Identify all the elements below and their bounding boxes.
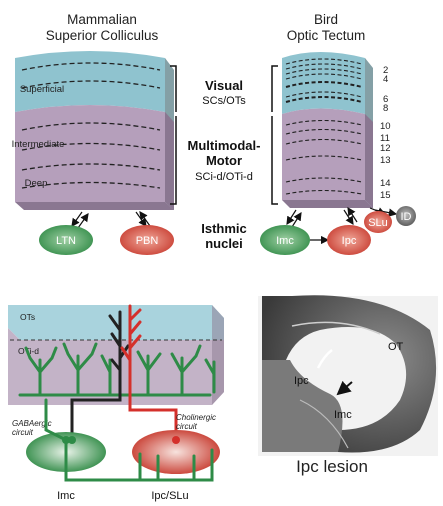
gaba-label-line1: GABAergic — [12, 419, 52, 428]
ipc-node — [327, 225, 371, 255]
layer-num-13: 13 — [380, 155, 391, 166]
circuit-ipc-slu-label: Ipc/SLu — [151, 490, 188, 502]
lesion-photo-panel: OT Ipc Imc Ipc lesion — [258, 295, 438, 476]
isthmic-label-line1: Isthmic — [201, 221, 247, 236]
slu-node — [364, 211, 392, 233]
mammal-block-bottom — [15, 202, 174, 210]
bird-sublayers — [285, 58, 363, 195]
ltn-node — [39, 225, 93, 255]
gaba-dendrites — [18, 342, 216, 397]
chol-label-line2: circuit — [176, 422, 198, 431]
circuit-ots-label: OTs — [20, 312, 35, 322]
bird-ipc-arrows — [343, 206, 358, 226]
ipc-soma — [172, 436, 180, 444]
multimodal-label-line1: Multimodal- — [188, 138, 261, 153]
circuit-ipc-node — [132, 430, 220, 474]
midbrain-tissue — [262, 360, 343, 452]
layer-num-2: 2 — [383, 65, 388, 76]
layer-label-deep: Deep — [25, 178, 48, 189]
visual-bracket-left — [170, 65, 177, 112]
gaba-projections — [44, 398, 214, 482]
bird-multimodal-layer — [282, 108, 365, 200]
layer-num-8: 8 — [383, 103, 388, 114]
bird-title-line1: Bird — [314, 12, 338, 27]
mammal-pbn-arrows — [135, 211, 151, 227]
lesion-track — [316, 349, 333, 369]
ot-to-id-arrow — [374, 208, 398, 217]
layer-num-10: 10 — [380, 121, 391, 132]
layer-label-intermediate: Intermediate — [12, 139, 65, 150]
multimodal-label-line2: Motor — [206, 153, 242, 168]
layer-num-15: 15 — [380, 190, 391, 201]
circuit-imc-label: Imc — [57, 490, 75, 502]
photo-ipc-label: Ipc — [294, 375, 309, 387]
visual-sub-label: SCs/OTs — [202, 95, 246, 107]
layer-num-12: 12 — [380, 143, 391, 154]
multimodal-sub-label: SCi-d/OTi-d — [195, 171, 253, 183]
id-label: ID — [401, 211, 412, 223]
tectum-tissue — [262, 295, 437, 453]
layer-label-superficial: Superficial — [20, 84, 64, 95]
mammal-ltn-arrows — [71, 211, 89, 229]
red-neuron — [120, 304, 178, 442]
mammalian-sc-panel: Mammalian Superior Colliculus Superficia… — [12, 12, 174, 255]
ltn-label: LTN — [56, 235, 76, 247]
mammal-multimodal-layer — [15, 105, 165, 202]
visual-bracket-right — [271, 65, 278, 112]
mammal-title-line1: Mammalian — [67, 12, 137, 27]
imc-label: Imc — [276, 235, 294, 247]
pbn-label: PBN — [136, 235, 159, 247]
imc-node — [260, 225, 310, 255]
layer-num-14: 14 — [380, 178, 391, 189]
layer-num-11: 11 — [380, 133, 390, 144]
visual-label: Visual — [205, 78, 243, 93]
bird-visual-layer — [282, 52, 365, 114]
lesion-arrow — [336, 380, 353, 396]
photo-caption: Ipc lesion — [296, 457, 368, 476]
photo-imc-label: Imc — [334, 409, 352, 421]
ipc-label: Ipc — [342, 235, 357, 247]
slu-label: SLu — [368, 217, 388, 229]
bird-ot-panel: Bird Optic Tectum 2 4 6 8 10 — [260, 12, 416, 255]
isthmic-label-line2: nuclei — [205, 236, 243, 251]
multimodal-bracket-left — [170, 116, 177, 205]
layer-num-6: 6 — [383, 94, 388, 105]
bird-imc-arrows — [286, 209, 302, 228]
pbn-node — [120, 225, 174, 255]
id-node — [396, 206, 416, 226]
middle-labels: Visual SCs/OTs Multimodal- Motor SCi-d/O… — [170, 65, 278, 251]
bird-title-line2: Optic Tectum — [287, 28, 366, 43]
bird-block-bottom — [282, 200, 373, 208]
photo-ot-label: OT — [388, 341, 404, 353]
chol-label-line1: Cholinergic — [176, 413, 216, 422]
gaba-label-line2: circuit — [12, 428, 34, 437]
mammal-sublayers — [21, 62, 161, 189]
mammal-title-line2: Superior Colliculus — [46, 28, 159, 43]
bird-layer-numbers: 2 4 6 8 10 11 12 13 14 15 — [380, 65, 391, 201]
layer-num-4: 4 — [383, 74, 388, 85]
circuit-panel: OTs OTi-d GABAergic circuit Cholinergic … — [8, 304, 224, 502]
multimodal-bracket-right — [271, 116, 278, 205]
black-neuron — [70, 310, 130, 442]
imc-soma — [62, 436, 70, 444]
